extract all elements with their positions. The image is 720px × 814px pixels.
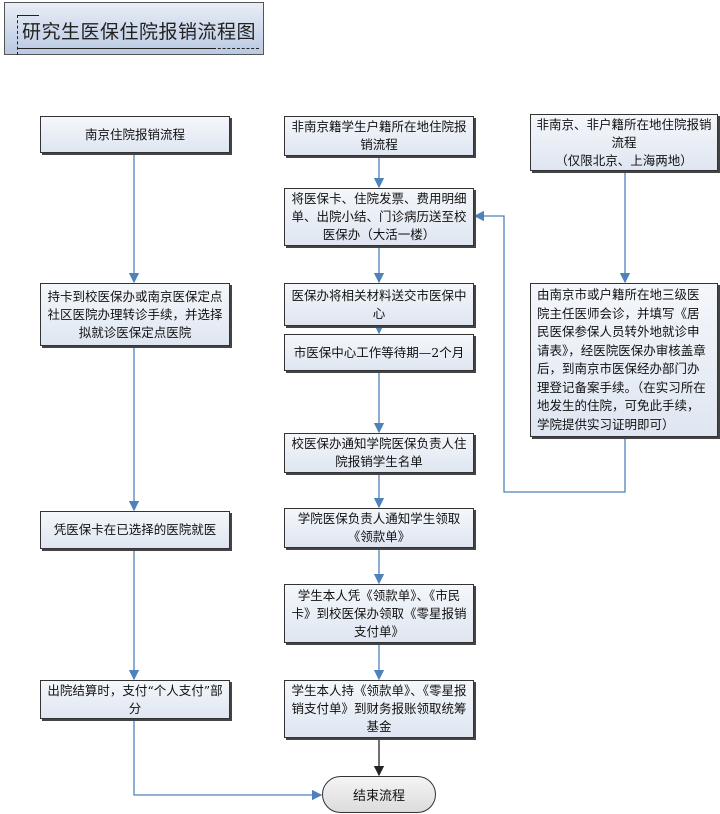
left-step-3: 凭医保卡在已选择的医院就医: [40, 511, 230, 549]
step-text: 非南京籍学生户籍所在地住院报销流程: [291, 119, 467, 152]
title-decoration: [17, 48, 213, 49]
left-step-1: 南京住院报销流程: [40, 116, 230, 153]
title-decoration: [17, 15, 39, 16]
title-decoration: [213, 48, 259, 49]
step-text: 校医保办通知学院医保负责人住院报销学生名单: [291, 436, 467, 469]
middle-step-3: 医保办将相关材料送交市医保中心: [284, 283, 474, 326]
step-text: 南京住院报销流程: [84, 126, 185, 142]
title-banner: 研究生医保住院报销流程图: [4, 2, 264, 55]
title-decoration: [17, 15, 18, 55]
left-step-2: 持卡到校医保办或南京医保定点社区医院办理转诊手续，并选择拟就诊医保定点医院: [40, 283, 230, 346]
step-text: 持卡到校医保办或南京医保定点社区医院办理转诊手续，并选择拟就诊医保定点医院: [47, 288, 223, 340]
step-text: 出院结算时，支付“个人支付”部分: [47, 682, 223, 716]
step-text: 由南京市或户籍所在地三级医院主任医师会诊，并填写《居民医保参保人员转外地就诊申请…: [537, 287, 706, 432]
page-title: 研究生医保住院报销流程图: [22, 21, 257, 43]
step-text: 学生本人凭《领款单》、《市民卡》到校医保办领取《零星报销支付单》: [291, 587, 467, 639]
step-text: 学院医保负责人通知学生领取《领款单》: [297, 511, 461, 544]
middle-step-7: 学生本人凭《领款单》、《市民卡》到校医保办领取《零星报销支付单》: [284, 584, 474, 643]
step-text: 将医保卡、住院发票、费用明细单、出院小结、门诊病历送至校医保办（大活一楼）: [291, 191, 467, 242]
step-text: 学生本人持《领款单》、《零星报销支付单》到财务报账领取统筹基金: [291, 683, 467, 734]
step-text: 非南京、非户籍所在地住院报销流程: [536, 116, 712, 150]
arrow: [473, 210, 626, 493]
end-terminator: 结束流程: [322, 776, 436, 813]
step-text: 市医保中心工作等待期—2个月: [293, 344, 465, 360]
right-step-1: 非南京、非户籍所在地住院报销流程 （仅限北京、上海两地）: [530, 114, 718, 171]
middle-step-5: 校医保办通知学院医保负责人住院报销学生名单: [284, 433, 474, 473]
arrow: [133, 719, 323, 801]
middle-step-2: 将医保卡、住院发票、费用明细单、出院小结、门诊病历送至校医保办（大活一楼）: [284, 188, 474, 246]
middle-step-6: 学院医保负责人通知学生领取《领款单》: [284, 508, 474, 548]
left-step-4: 出院结算时，支付“个人支付”部分: [40, 680, 230, 719]
middle-step-1: 非南京籍学生户籍所在地住院报销流程: [284, 116, 474, 156]
middle-step-8: 学生本人持《领款单》、《零星报销支付单》到财务报账领取统筹基金: [284, 680, 474, 738]
step-subtext: （仅限北京、上海两地）: [555, 152, 693, 168]
right-step-2: 由南京市或户籍所在地三级医院主任医师会诊，并填写《居民医保参保人员转外地就诊申请…: [530, 283, 718, 437]
middle-step-4: 市医保中心工作等待期—2个月: [284, 334, 474, 371]
step-text: 医保办将相关材料送交市医保中心: [291, 287, 467, 321]
end-text: 结束流程: [352, 789, 405, 804]
step-text: 凭医保卡在已选择的医院就医: [53, 522, 217, 537]
